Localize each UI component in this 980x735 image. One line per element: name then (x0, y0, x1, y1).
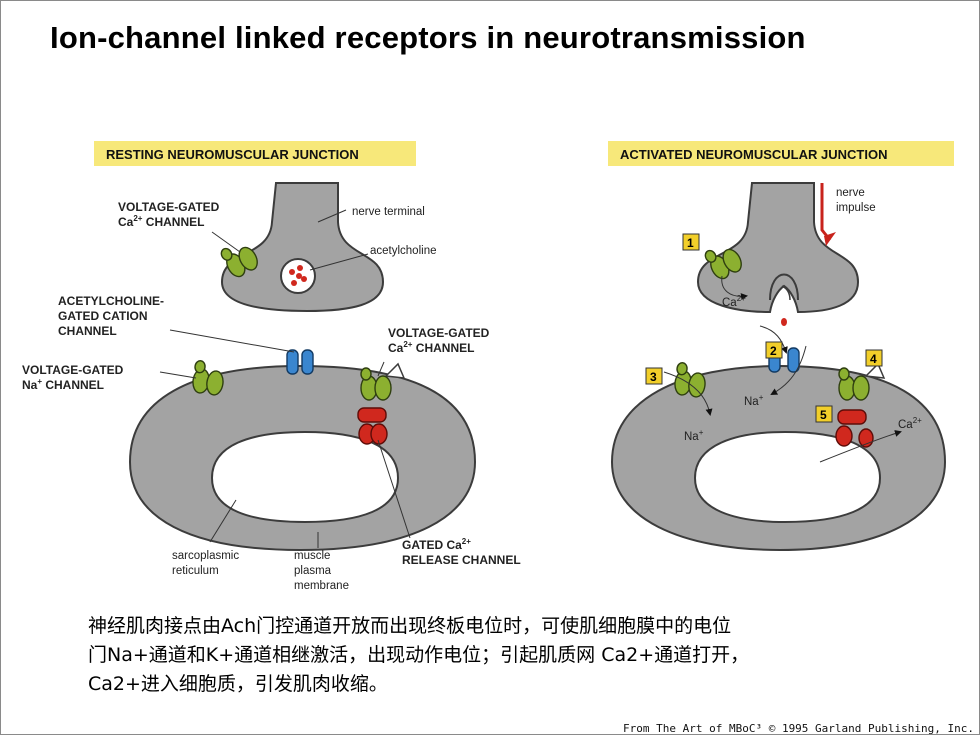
resting-ach-gated-cation-channel (286, 349, 314, 375)
resting-header-band (94, 141, 416, 166)
svg-text:3: 3 (650, 370, 657, 384)
label-vg-ca-terminal-2: Ca2+ CHANNEL (118, 214, 204, 229)
activated-muscle-ring (610, 364, 947, 552)
activated-nerve-terminal (696, 182, 860, 314)
slide-title: Ion-channel linked receptors in neurotra… (50, 20, 806, 55)
leader-vg-na (159, 371, 197, 379)
ach-dot (296, 273, 302, 279)
label-gated-release-1: GATED Ca2+ (402, 537, 471, 552)
step-badge-3: 3 (645, 367, 663, 385)
label-na-mid: Na+ (744, 393, 764, 408)
resting-gated-ca-release-channel (357, 407, 388, 445)
label-ca-terminal: Ca2+ (722, 294, 746, 309)
exocytosis-membrane (781, 285, 791, 301)
activated-header: ACTIVATED NEUROMUSCULAR JUNCTION (620, 147, 887, 162)
label-muscle-1: muscle (294, 550, 330, 562)
neuromuscular-diagram: RESTING NEUROMUSCULAR JUNCTION (22, 141, 954, 592)
resting-voltage-gated-na-channel (192, 360, 224, 396)
label-sr-1: sarcoplasmic (172, 550, 239, 562)
leader-acetylcholine (309, 253, 369, 271)
step-badge-2: 2 (765, 341, 783, 359)
label-nerve-impulse-2: impulse (836, 202, 876, 214)
label-ach-gated-2: GATED CATION (58, 309, 148, 323)
resting-membrane-fold (384, 362, 406, 379)
caption-line: 神经肌肉接点由Ach门控通道开放而出现终板电位时，可使肌细胞膜中的电位 (88, 615, 732, 637)
label-gated-release-2: RELEASE CHANNEL (402, 553, 521, 567)
activated-vg-ca-channel-muscle (838, 367, 870, 401)
label-acetylcholine: acetylcholine (370, 245, 436, 257)
label-ach-gated-3: CHANNEL (58, 324, 117, 338)
label-vg-na-1: VOLTAGE-GATED (22, 363, 124, 377)
step-badge-5: 5 (815, 405, 833, 423)
label-na-left: Na+ (684, 428, 704, 443)
resting-panel: RESTING NEUROMUSCULAR JUNCTION (22, 141, 521, 592)
resting-muscle-ring (128, 364, 477, 552)
label-sr-2: reticulum (172, 565, 219, 577)
ach-dot (301, 276, 307, 282)
label-nerve-impulse-1: nerve (836, 187, 865, 199)
leader-vg-ca-terminal (211, 231, 241, 253)
nerve-impulse-arrowhead (824, 232, 836, 246)
label-nerve-terminal: nerve terminal (352, 206, 425, 218)
ca-release-arrow (819, 430, 902, 463)
label-ach-gated-1: ACETYLCHOLINE- (58, 294, 164, 308)
activated-membrane-fold (864, 362, 886, 379)
ach-release-arrow (759, 325, 788, 354)
released-ach (781, 318, 787, 326)
ach-dot (289, 269, 295, 275)
step-badge-1: 1 (682, 233, 700, 251)
label-vg-ca-muscle-1: VOLTAGE-GATED (388, 326, 490, 340)
activated-panel: ACTIVATED NEUROMUSCULAR JUNCTION nerve i… (608, 141, 954, 552)
caption: 神经肌肉接点由Ach门控通道开放而出现终板电位时，可使肌细胞膜中的电位 门Na+… (88, 612, 928, 699)
caption-line: Ca2+进入细胞质，引发肌肉收缩。 (88, 673, 388, 695)
leader-sr (209, 499, 237, 543)
exocytosis-vesicle-rim (769, 273, 799, 301)
svg-text:4: 4 (870, 352, 877, 366)
step-badge-4: 4 (865, 349, 883, 367)
na-entry-arrow-left (663, 371, 713, 416)
activated-vg-na-channel (674, 362, 706, 398)
leader-vg-ca-muscle (377, 361, 385, 377)
activated-header-band (608, 141, 954, 166)
label-vg-ca-terminal-1: VOLTAGE-GATED (118, 200, 220, 214)
resting-voltage-gated-ca-channel-terminal (220, 246, 258, 278)
svg-text:2: 2 (770, 344, 777, 358)
ach-dot (297, 265, 303, 271)
label-vg-na-2: Na+ CHANNEL (22, 377, 104, 392)
label-vg-ca-muscle-2: Ca2+ CHANNEL (388, 340, 474, 355)
ca-entry-arrow (721, 275, 748, 301)
activated-vg-ca-channel-terminal (704, 248, 742, 280)
leader-gated-release (377, 439, 411, 539)
label-muscle-2: plasma (294, 565, 332, 577)
nerve-impulse-arrow (820, 183, 832, 241)
label-muscle-3: membrane (294, 580, 349, 592)
na-entry-arrow-mid (770, 345, 807, 395)
leader-nerve-terminal (317, 209, 347, 223)
ach-dot (291, 280, 297, 286)
resting-voltage-gated-ca-channel-muscle (360, 367, 392, 401)
label-ca-right: Ca2+ (898, 416, 922, 431)
svg-text:1: 1 (687, 236, 694, 250)
leader-ach-gated (169, 329, 295, 353)
copyright-credit: From The Art of MBoC³ © 1995 Garland Pub… (623, 722, 974, 735)
svg-text:5: 5 (820, 408, 827, 422)
caption-line: 门Na+通道和K+通道相继激活，出现动作电位；引起肌质网 Ca2+通道打开， (88, 644, 750, 666)
resting-header: RESTING NEUROMUSCULAR JUNCTION (106, 147, 359, 162)
